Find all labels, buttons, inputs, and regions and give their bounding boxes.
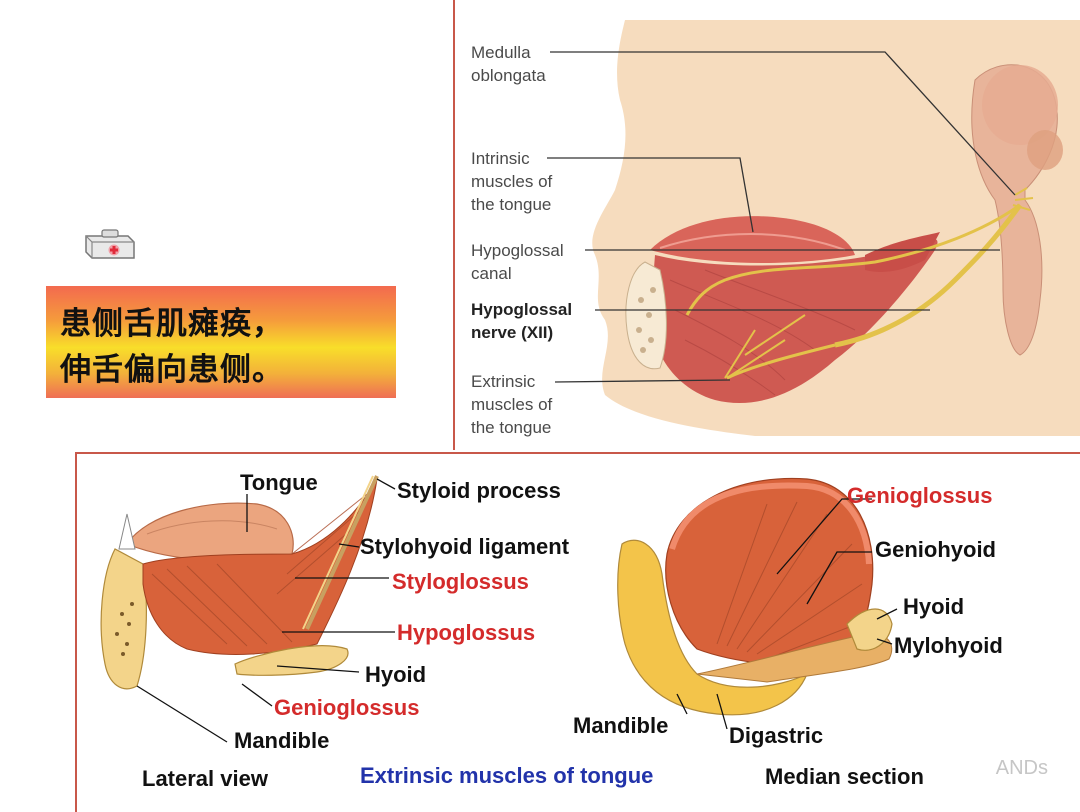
lateral-view-drawing [100, 475, 379, 690]
label-medulla-line1: Medulla [471, 43, 531, 62]
label-canal-line1: Hypoglossal [471, 241, 564, 260]
diagnosis-callout: 患侧舌肌瘫痪， 伸舌偏向患侧。 [46, 286, 396, 398]
label-hyoid-right: Hyoid [903, 594, 965, 619]
label-extrinsic-line1: Extrinsic [471, 372, 536, 391]
label-genioglossus-left: Genioglossus [274, 695, 420, 720]
label-lateral-view: Lateral view [142, 766, 268, 791]
label-nerve-line1: Hypoglossal [471, 300, 573, 319]
head-section-illustration [547, 20, 1080, 436]
label-mandible-left: Mandible [234, 728, 330, 753]
label-median-section: Median section [765, 764, 924, 789]
figure-title: Extrinsic muscles of tongue [360, 763, 654, 788]
label-extrinsic-line2: muscles of [471, 395, 553, 414]
label-intrinsic-line2: muscles of [471, 172, 553, 191]
median-section-drawing [617, 477, 893, 716]
label-medulla-line2: oblongata [471, 66, 546, 85]
label-stylohyoid-ligament: Stylohyoid ligament [360, 534, 570, 559]
extrinsic-muscles-figure: Tongue Styloid process Stylohyoid ligame… [75, 452, 1080, 812]
label-canal-line2: canal [471, 264, 512, 283]
label-extrinsic-line3: the tongue [471, 418, 552, 437]
watermark: ANDs [995, 757, 1048, 779]
label-intrinsic-line1: Intrinsic [471, 149, 530, 168]
label-hyoid-left: Hyoid [365, 662, 427, 687]
callout-line-2: 伸舌偏向患侧。 [60, 352, 284, 388]
label-mylohyoid: Mylohyoid [894, 633, 1003, 658]
label-tongue: Tongue [240, 470, 318, 495]
extrinsic-muscles-illustration [100, 475, 898, 743]
label-geniohyoid: Geniohyoid [875, 537, 996, 562]
label-digastric: Digastric [729, 723, 824, 748]
label-nerve-line2: nerve (XII) [471, 323, 554, 342]
hypoglossal-nerve-figure: Medulla oblongata Intrinsic muscles of t… [453, 0, 1080, 450]
label-intrinsic-line3: the tongue [471, 195, 552, 214]
label-genioglossus-right: Genioglossus [847, 483, 993, 508]
label-styloglossus: Styloglossus [392, 569, 529, 594]
first-aid-kit-icon [82, 226, 136, 260]
callout-line-1: 患侧舌肌瘫痪， [60, 306, 284, 342]
label-mandible-right: Mandible [573, 713, 669, 738]
label-hypoglossus: Hypoglossus [397, 620, 536, 645]
label-styloid-process: Styloid process [397, 478, 561, 503]
